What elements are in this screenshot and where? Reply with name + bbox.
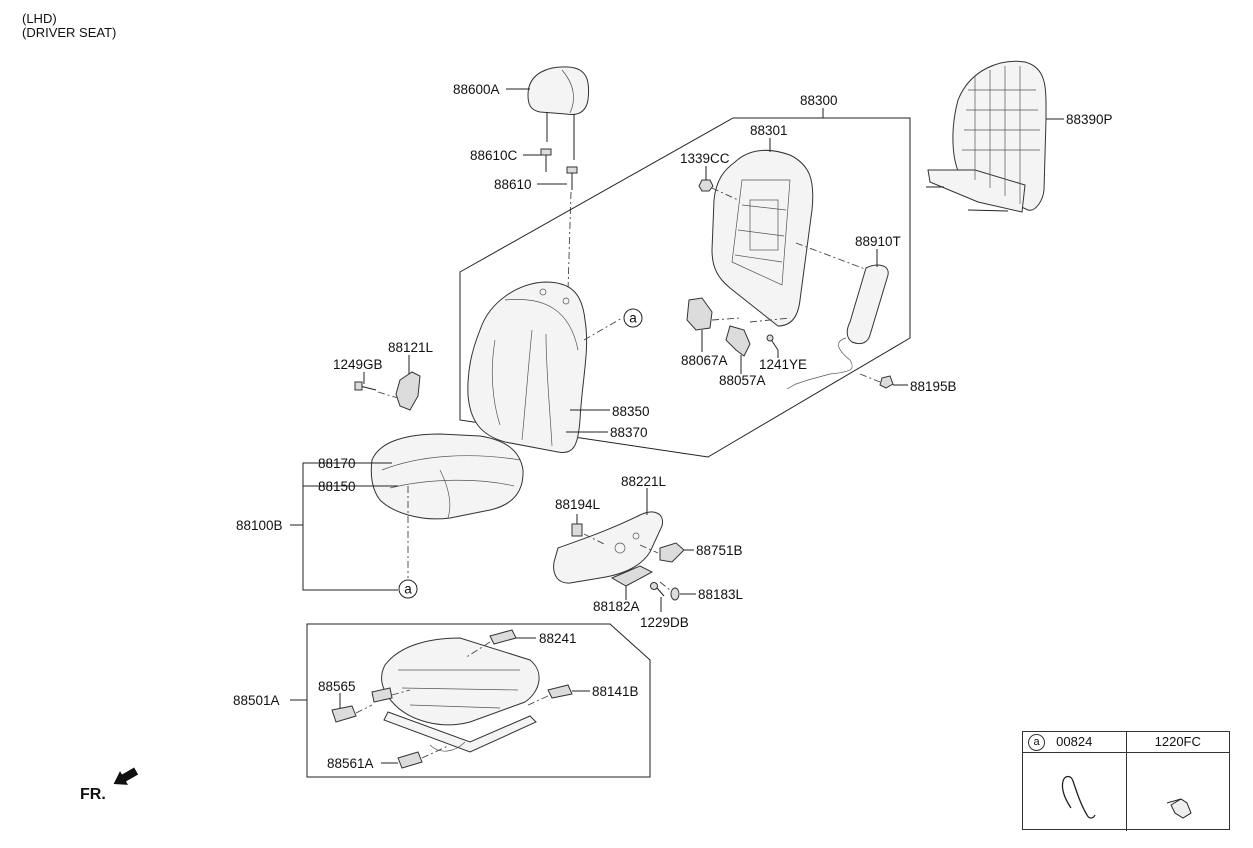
label-88350: 88350 bbox=[612, 404, 650, 419]
cap-88183L bbox=[670, 587, 680, 601]
label-1339CC: 1339CC bbox=[680, 151, 730, 166]
back-frame-88301 bbox=[711, 149, 814, 327]
label-88370: 88370 bbox=[610, 425, 648, 440]
header-driver-seat: (DRIVER SEAT) bbox=[22, 25, 117, 40]
ref-circle-a-back: a bbox=[623, 308, 643, 328]
label-88910T: 88910T bbox=[855, 234, 901, 249]
guide-88610 bbox=[566, 166, 578, 190]
legend-part-1220FC: 1220FC bbox=[1154, 734, 1201, 749]
label-1241YE: 1241YE bbox=[759, 357, 807, 372]
screw-1229DB bbox=[650, 582, 665, 597]
side-cover-88121L bbox=[395, 371, 421, 411]
legend-header-col2: 1220FC bbox=[1125, 732, 1230, 752]
fr-label: FR. bbox=[80, 786, 106, 803]
ref-circle-a-seat: a bbox=[398, 579, 418, 599]
label-1229DB: 1229DB bbox=[640, 615, 689, 630]
lever-88751B bbox=[659, 542, 685, 563]
legend-header-col1: a 00824 bbox=[1023, 732, 1126, 752]
clip-icon bbox=[1061, 775, 1096, 819]
bolt-1249GB bbox=[354, 381, 377, 391]
legend-part-00824: 00824 bbox=[1056, 734, 1093, 749]
back-board-88390P bbox=[926, 60, 1047, 213]
label-88751B: 88751B bbox=[696, 543, 743, 558]
screw-1241YE bbox=[766, 334, 779, 351]
box-88300 bbox=[459, 117, 911, 458]
label-88565: 88565 bbox=[318, 679, 356, 694]
label-88301: 88301 bbox=[750, 123, 788, 138]
back-cushion-88350 bbox=[467, 281, 588, 454]
screw-icon bbox=[1166, 798, 1192, 819]
label-88600A: 88600A bbox=[453, 82, 500, 97]
bracket-88057A bbox=[725, 325, 751, 357]
label-88141B: 88141B bbox=[592, 684, 639, 699]
label-88182A: 88182A bbox=[593, 599, 640, 614]
headrest-88600A bbox=[527, 66, 590, 160]
guide-88610C bbox=[540, 148, 552, 172]
header-lhd: (LHD) bbox=[22, 11, 57, 26]
nut-1339CC bbox=[698, 179, 714, 192]
part-labels: 88600A 88610C 88610 88300 88301 1339CC 8… bbox=[233, 82, 1113, 771]
cover-88141B bbox=[547, 684, 573, 699]
label-88194L: 88194L bbox=[555, 497, 601, 512]
label-88221L: 88221L bbox=[621, 474, 667, 489]
svg-text:a: a bbox=[629, 311, 637, 326]
label-88195B: 88195B bbox=[910, 379, 957, 394]
side-shield-88221L bbox=[553, 511, 664, 584]
seat-cushion-88170 bbox=[370, 433, 524, 520]
legend-cell-clip bbox=[1023, 753, 1126, 831]
svg-text:a: a bbox=[404, 582, 412, 597]
label-88501A: 88501A bbox=[233, 693, 280, 708]
cover-88241 bbox=[489, 629, 517, 645]
knob-88194L bbox=[571, 523, 583, 537]
label-88183L: 88183L bbox=[698, 587, 744, 602]
lever-88182A bbox=[610, 565, 654, 587]
cover-88565 bbox=[331, 687, 393, 723]
cover-88561A bbox=[397, 751, 423, 769]
label-88150: 88150 bbox=[318, 479, 356, 494]
legend-marker: a bbox=[1028, 734, 1045, 751]
label-88121L: 88121L bbox=[388, 340, 434, 355]
bolt-88195B bbox=[859, 373, 894, 389]
front-arrow-icon bbox=[113, 767, 139, 785]
label-88241: 88241 bbox=[539, 631, 577, 646]
bracket-88067A bbox=[686, 297, 713, 331]
label-1249GB: 1249GB bbox=[333, 357, 383, 372]
track-assembly bbox=[381, 637, 540, 753]
label-88100B: 88100B bbox=[236, 518, 283, 533]
label-88610C: 88610C bbox=[470, 148, 518, 163]
box-88501A bbox=[306, 623, 651, 778]
airbag-88910T bbox=[786, 264, 889, 390]
label-88170: 88170 bbox=[318, 456, 356, 471]
label-88300: 88300 bbox=[800, 93, 838, 108]
leader-lines bbox=[290, 88, 1064, 764]
label-88610: 88610 bbox=[494, 177, 532, 192]
label-88067A: 88067A bbox=[681, 353, 728, 368]
label-88390P: 88390P bbox=[1066, 112, 1113, 127]
label-88057A: 88057A bbox=[719, 373, 766, 388]
legend-table: a 00824 1220FC bbox=[1022, 731, 1230, 831]
legend-cell-screw bbox=[1126, 753, 1230, 831]
label-88561A: 88561A bbox=[327, 756, 374, 771]
